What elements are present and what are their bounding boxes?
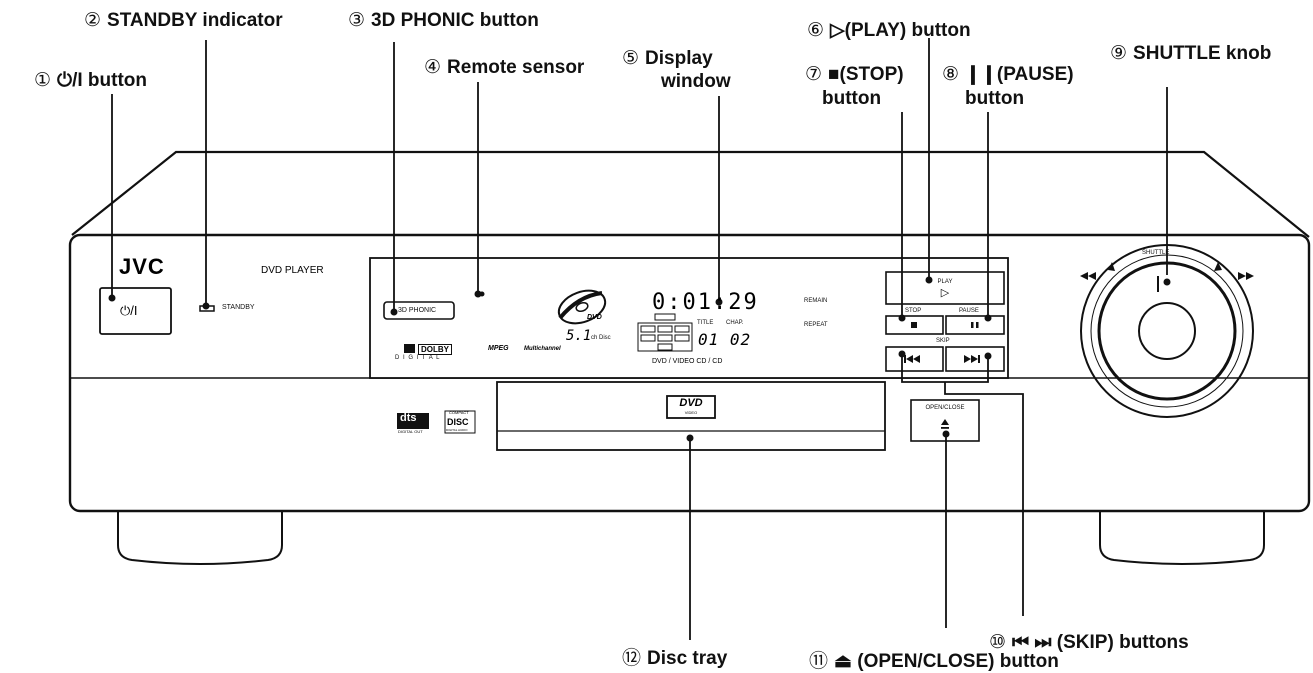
eject-icon-bar [941,427,949,429]
callout-number: ④ [424,57,442,78]
callout-number: ② [84,10,102,31]
callout-skip-buttons: ⑩⏮ ⏭ (SKIP) buttons [989,632,1189,654]
tray-dvd-logo-sub: VIDEO [684,410,698,415]
dts-logo [397,413,429,429]
callout-number: ⑪ [809,651,829,672]
callout-label: button [965,88,1025,109]
eject-icon [941,419,949,425]
pause-label: PAUSE [959,308,979,314]
callout-label: Disc tray [647,648,728,669]
callout-label: SHUTTLE knob [1133,43,1272,64]
compact-disc-logo [444,410,476,434]
multichannel-label: Multichannel [524,346,561,352]
skip-label: SKIP [936,338,950,344]
3d-phonic-label: 3D PHONIC [398,307,437,314]
callout-display-window-line2: window [661,71,731,93]
dolby-digital-label: D I G I T A L [395,355,441,361]
callout-label: ⏮ ⏭ (SKIP) buttons [1012,632,1189,653]
callout-number: ⑫ [622,648,642,669]
callout-number: ⑧ [942,64,960,85]
callout-pause-button-line2: button [965,88,1024,110]
dolby-dd-icon [404,344,415,353]
right-foot [1099,512,1265,565]
power-button[interactable] [99,287,172,335]
model-label: DVD PLAYER [261,265,324,276]
display-track: 01 02 [698,330,752,349]
callout-label: Remote sensor [447,57,585,78]
dts-logo-text: dts [400,412,417,424]
callout-play-button: ⑥▷(PLAY) button [807,20,971,42]
callout-label: window [661,71,731,92]
standby-label: STANDBY [222,304,255,311]
callout-power-button: ①⏻/I button [34,70,147,92]
callout-label: ⏻/I button [57,70,147,91]
dts-logo-sub: DIGITAL OUT [398,429,423,434]
display-indicator-grid [637,313,693,352]
callout-number: ① [34,70,52,91]
display-remain: REMAIN [804,298,828,304]
callout-label: button [822,88,882,109]
tray-dvd-logo-text: DVD [679,397,703,409]
tray-dvd-logo [666,395,716,419]
callout-stop-button: ⑦■(STOP) [805,64,904,86]
callout-label: Display [645,48,713,69]
callout-stop-button-line2: button [822,88,881,110]
display-dvd-logo: DVD [587,314,602,321]
callout-number: ⑨ [1110,43,1128,64]
pause-symbol-icon [971,322,974,328]
callout-number: ⑤ [622,48,640,69]
display-repeat: REPEAT [804,322,828,328]
display-chap: CHAP. [726,320,744,326]
leader-lines [111,38,1168,640]
callout-label: STANDBY indicator [107,10,283,31]
display-formats: DVD / VIDEO CD / CD [652,358,723,365]
disc-graphic [557,289,607,325]
callout-pause-button: ⑧❙❙(PAUSE) [942,64,1074,86]
skip-forward-icon [964,355,980,363]
pause-button[interactable] [945,315,1005,335]
callout-open-close-button: ⑪⏏ (OPEN/CLOSE) button [809,651,1059,673]
pause-symbol-icon-bar [976,322,979,328]
play-button[interactable] [885,271,1005,305]
chassis-top [71,150,1310,238]
cd-logo-top: COMPACT [449,410,469,415]
callout-label: 3D PHONIC button [371,10,539,31]
leader-dots [108,276,1171,442]
play-symbol-icon: ▷ [940,287,950,299]
display-time: 0:01:29 [652,290,759,315]
shuttle-arrows-icon [1080,262,1254,280]
3d-phonic-button[interactable] [383,301,455,320]
callout-number: ⑥ [807,20,825,41]
stop-symbol-icon [911,322,917,328]
callout-label: ⏏ (OPEN/CLOSE) button [834,651,1059,672]
skip-back-icon [904,355,920,363]
callout-number: ⑦ [805,64,823,85]
left-foot [117,512,283,565]
display-title: TITLE [697,320,714,326]
callout-number: ③ [348,10,366,31]
dolby-label: DOLBY [418,344,452,355]
cd-logo-text: DISC [447,417,469,427]
callout-label: ▷(PLAY) button [830,20,971,41]
power-button-label: ⏻/I [120,303,138,318]
callout-label: ❙❙(PAUSE) [965,64,1074,85]
callout-label: ■(STOP) [828,64,904,85]
play-label: PLAY [937,279,953,285]
callout-number: ⑩ [989,632,1007,653]
brand-logo: JVC [119,254,165,279]
display-ch-disc: ch Disc [591,335,611,341]
stop-label: STOP [905,308,922,314]
open-close-label: OPEN/CLOSE [925,405,965,411]
mpeg-label: MPEG [488,345,509,352]
display-channels: 5.1 [566,328,592,344]
shuttle-label: SHUTTLE [1142,250,1170,256]
cd-logo-sub: DIGITAL AUDIO [446,428,468,432]
